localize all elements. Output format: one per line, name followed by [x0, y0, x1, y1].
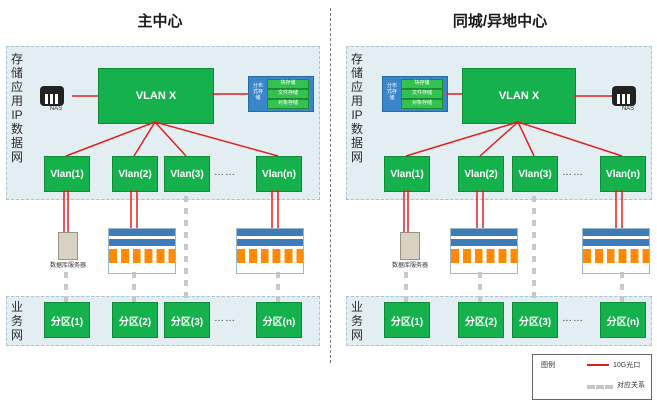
storage-file-left: 文件存储: [267, 89, 309, 99]
storage-file-right: 文件存储: [401, 89, 443, 99]
backup-center-title: 同城/异地中心: [452, 13, 548, 30]
storage-net-label-left: 存储应用IP数据网: [10, 52, 23, 164]
zone-n-left: 分区(n): [256, 302, 302, 338]
storage-block-left: 块存储: [267, 79, 309, 89]
main-center-title: 主中心: [137, 13, 183, 30]
legend-title: 图例: [541, 362, 555, 369]
vlan-1-right: Vlan(1): [384, 156, 430, 192]
vlan-dots-left: ……: [214, 167, 236, 178]
zone-dots-right: ……: [562, 313, 584, 324]
legend-relation-swatch: [587, 385, 613, 389]
db-server-right: 数据库服务器: [382, 232, 438, 269]
server-cluster-2-left: [108, 228, 176, 274]
legend-fiber-swatch: [587, 364, 609, 366]
vlan-n-right: Vlan(n): [600, 156, 646, 192]
legend-fiber-label: 10G光口: [613, 362, 641, 369]
vlan-1-left: Vlan(1): [44, 156, 90, 192]
vlan-2-right: Vlan(2): [458, 156, 504, 192]
business-net-label-right: 业务网: [350, 300, 363, 342]
storage-block-right: 块存储: [401, 79, 443, 89]
zone-dots-left: ……: [214, 313, 236, 324]
server-cluster-n-left: [236, 228, 304, 274]
legend: 图例 10G光口 对应关系: [532, 354, 652, 400]
nas-icon: [612, 86, 636, 106]
vlan-x-right: VLAN X: [462, 68, 576, 124]
distributed-storage-title-right: 分布式存储: [386, 83, 397, 101]
zone-3-left: 分区(3): [164, 302, 210, 338]
distributed-storage-right: 分布式存储 块存储 文件存储 对象存储: [382, 76, 448, 112]
vlan-n-left: Vlan(n): [256, 156, 302, 192]
db-server-label-left: 数据库服务器: [49, 263, 86, 269]
center-divider: [330, 8, 331, 363]
zone-3-right: 分区(3): [512, 302, 558, 338]
zone-n-right: 分区(n): [600, 302, 646, 338]
distributed-storage-left: 分布式存储 块存储 文件存储 对象存储: [248, 76, 314, 112]
legend-relation-label: 对应关系: [617, 382, 645, 389]
storage-object-left: 对象存储: [267, 99, 309, 109]
storage-object-right: 对象存储: [401, 99, 443, 109]
nas-label-left: NAS: [49, 106, 63, 112]
vlan-dots-right: ……: [562, 167, 584, 178]
server-cluster-n-right: [582, 228, 650, 274]
db-server-left: 数据库服务器: [40, 232, 96, 269]
server-cluster-2-right: [450, 228, 518, 274]
vlan-3-right: Vlan(3): [512, 156, 558, 192]
zone-2-right: 分区(2): [458, 302, 504, 338]
nas-icon: [40, 86, 64, 106]
zone-1-right: 分区(1): [384, 302, 430, 338]
vlan-3-left: Vlan(3): [164, 156, 210, 192]
nas-left: NAS: [40, 86, 72, 112]
zone-2-left: 分区(2): [112, 302, 158, 338]
db-server-label-right: 数据库服务器: [391, 263, 428, 269]
distributed-storage-title-left: 分布式存储: [252, 83, 263, 101]
storage-net-label-right: 存储应用IP数据网: [350, 52, 363, 164]
business-net-label-left: 业务网: [10, 300, 23, 342]
vlan-x-left: VLAN X: [98, 68, 214, 124]
vlan-2-left: Vlan(2): [112, 156, 158, 192]
zone-1-left: 分区(1): [44, 302, 90, 338]
nas-label-right: NAS: [621, 106, 635, 112]
nas-right: NAS: [612, 86, 644, 112]
